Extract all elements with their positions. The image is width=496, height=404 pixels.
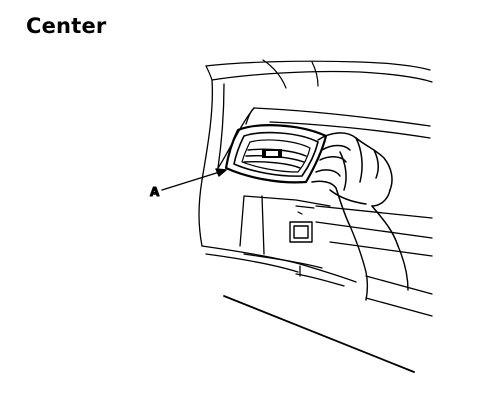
section-heading: Center — [26, 14, 107, 38]
dash-edge-lines — [223, 205, 433, 373]
switch-button — [289, 205, 315, 243]
vent-bezel-panel — [245, 107, 431, 139]
center-air-vent — [224, 124, 328, 184]
dashboard-top-edges — [205, 59, 433, 89]
lower-dashboard — [201, 195, 357, 287]
callout-a-leader — [161, 168, 227, 191]
forearm — [349, 225, 409, 301]
hand — [311, 132, 399, 247]
callout-a-label: A — [150, 185, 160, 199]
